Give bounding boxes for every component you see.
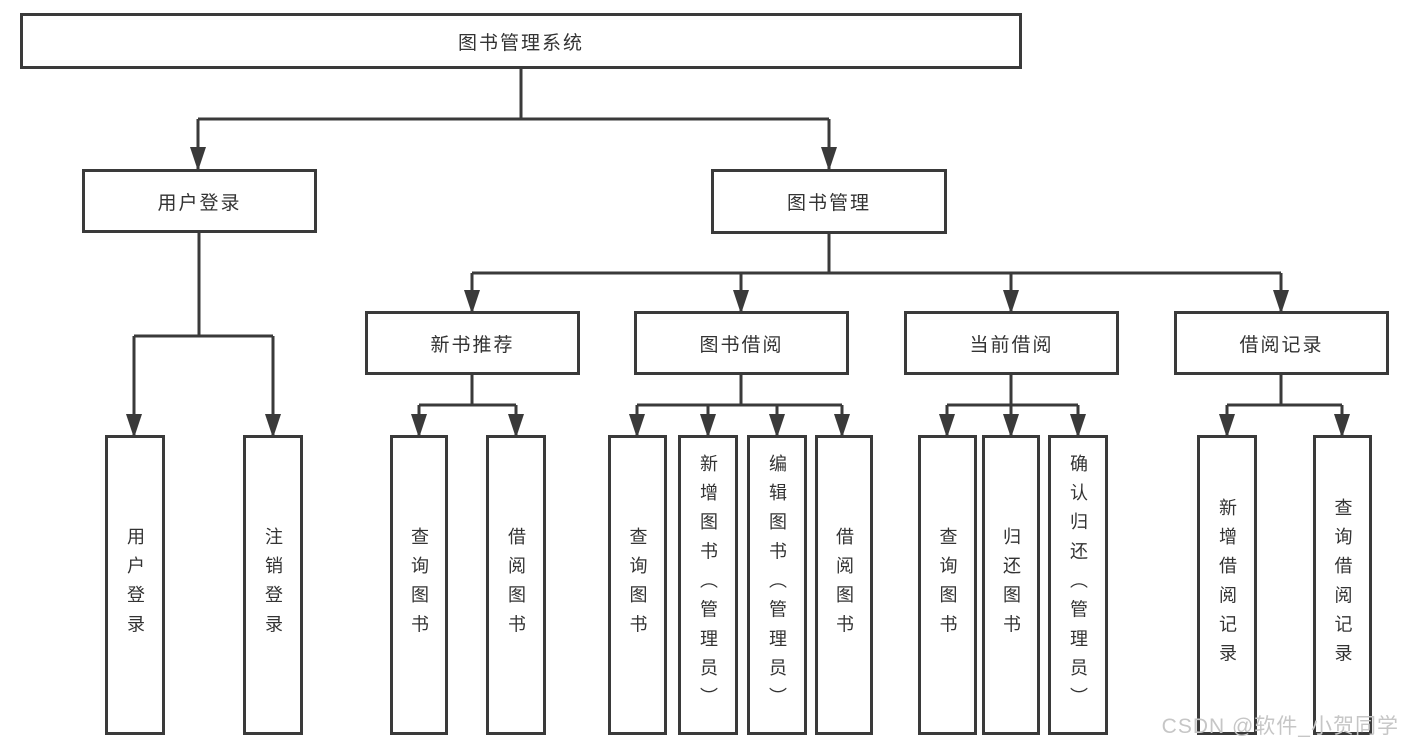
connector-arrows xyxy=(126,119,1350,438)
leaf-return-book: 归还图书 xyxy=(982,435,1040,735)
leaf-query-borrow-record-label: 查询借阅记录 xyxy=(1332,497,1353,673)
node-book-borrow-label: 图书借阅 xyxy=(699,334,784,356)
watermark-text: CSDN @软件_小贺同学 xyxy=(1161,715,1399,738)
leaf-newbook-borrow-label: 借阅图书 xyxy=(506,526,526,644)
leaf-confirm-return-admin-label: 确认归还（管理员） xyxy=(1068,453,1088,717)
leaf-user-login-label: 用户登录 xyxy=(125,526,145,644)
node-new-book-recommend-label: 新书推荐 xyxy=(430,334,515,356)
leaf-newbook-query-label: 查询图书 xyxy=(409,526,429,644)
node-root: 图书管理系统 xyxy=(20,13,1022,69)
node-book-management: 图书管理 xyxy=(711,169,947,234)
leaf-return-book-label: 归还图书 xyxy=(1001,526,1021,644)
leaf-borrow-add-admin: 新增图书（管理员） xyxy=(678,435,738,735)
leaf-logout: 注销登录 xyxy=(243,435,303,735)
node-current-borrow: 当前借阅 xyxy=(904,311,1119,375)
leaf-borrow-book-label: 借阅图书 xyxy=(834,526,854,644)
leaf-current-query-label: 查询图书 xyxy=(937,526,958,644)
leaf-borrow-edit-admin: 编辑图书（管理员） xyxy=(747,435,807,735)
leaf-borrow-query-label: 查询图书 xyxy=(627,526,648,644)
node-user-login-label: 用户登录 xyxy=(157,192,242,214)
leaf-query-borrow-record: 查询借阅记录 xyxy=(1313,435,1372,735)
leaf-confirm-return-admin: 确认归还（管理员） xyxy=(1048,435,1108,735)
leaf-borrow-query: 查询图书 xyxy=(608,435,667,735)
node-user-login: 用户登录 xyxy=(82,169,317,233)
leaf-logout-label: 注销登录 xyxy=(263,526,283,644)
leaf-current-query: 查询图书 xyxy=(918,435,977,735)
node-book-management-label: 图书管理 xyxy=(786,193,871,214)
node-current-borrow-label: 当前借阅 xyxy=(969,334,1054,356)
leaf-newbook-query: 查询图书 xyxy=(390,435,448,735)
leaf-newbook-borrow: 借阅图书 xyxy=(486,435,546,735)
node-book-borrow: 图书借阅 xyxy=(634,311,849,375)
leaf-add-borrow-record-label: 新增借阅记录 xyxy=(1217,497,1237,673)
node-borrow-record-label: 借阅记录 xyxy=(1239,334,1324,356)
leaf-borrow-book: 借阅图书 xyxy=(815,435,873,735)
node-new-book-recommend: 新书推荐 xyxy=(365,311,580,375)
leaf-add-borrow-record: 新增借阅记录 xyxy=(1197,435,1257,735)
node-borrow-record: 借阅记录 xyxy=(1174,311,1389,375)
node-root-label: 图书管理系统 xyxy=(457,32,584,54)
leaf-borrow-edit-admin-label: 编辑图书（管理员） xyxy=(767,453,787,717)
leaf-user-login: 用户登录 xyxy=(105,435,165,735)
leaf-borrow-add-admin-label: 新增图书（管理员） xyxy=(698,453,718,717)
